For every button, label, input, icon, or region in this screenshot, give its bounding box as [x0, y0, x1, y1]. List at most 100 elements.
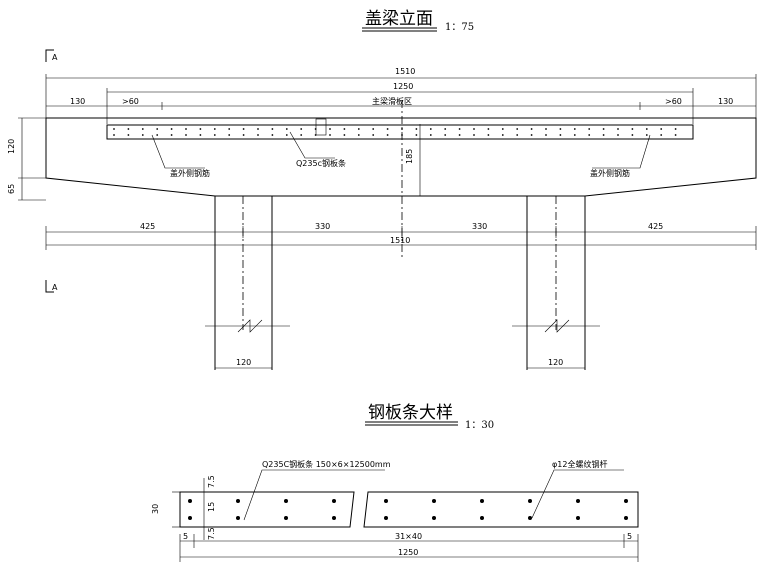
strip-hole	[170, 134, 173, 136]
strip-hole	[444, 128, 447, 130]
bolt-hole	[284, 499, 288, 503]
strip-hole	[516, 128, 519, 130]
dim-gap-left: >60	[122, 97, 139, 106]
bolt-hole	[528, 499, 532, 503]
strip-hole	[329, 134, 331, 136]
strip-hole	[357, 134, 360, 136]
svg-text:1510: 1510	[395, 67, 415, 76]
label-strip: Q235c钢板条	[296, 158, 346, 168]
bolt-hole	[576, 499, 580, 503]
detail-dim-spacing: 31×40	[395, 532, 422, 541]
elevation-title: 盖梁立面	[365, 9, 433, 29]
strip-hole	[113, 128, 115, 130]
detail-dim-v-top: 7.5	[207, 475, 216, 488]
strip-hole	[242, 134, 245, 136]
leader-strip: Q235c钢板条	[289, 131, 346, 168]
label-bar-right: 盖外侧钢筋	[590, 168, 630, 178]
strip-hole	[329, 128, 331, 130]
strip-hole	[617, 134, 619, 136]
strip-hole	[415, 128, 418, 130]
dim-seg-1: 425	[140, 222, 155, 231]
strip-hole	[257, 134, 259, 136]
dim-gap-right: >60	[665, 97, 682, 106]
strip-hole	[213, 128, 216, 130]
leader-bar-left: 盖外侧钢筋	[151, 134, 210, 178]
strip-hole	[660, 134, 663, 136]
dim-seg-3: 330	[472, 222, 487, 231]
strip-hole	[501, 134, 504, 136]
strip-hole	[559, 128, 562, 130]
strip-hole	[645, 128, 648, 130]
strip-hole	[530, 128, 533, 130]
strip-hole	[617, 128, 619, 130]
strip-hole	[573, 128, 576, 130]
bolt-hole	[188, 499, 192, 503]
bolt-hole	[624, 499, 628, 503]
strip-hole	[242, 128, 245, 130]
dim-row-3: 130 >60 主梁滑板区 >60 130	[46, 96, 756, 110]
bolt-hole	[528, 516, 532, 520]
detail-dim-height: 30	[151, 504, 160, 514]
strip-hole	[156, 134, 159, 136]
strip-hole	[228, 134, 231, 136]
strip-hole	[386, 128, 389, 130]
strip-hole	[631, 128, 634, 130]
dim-right-end: 130	[718, 97, 733, 106]
detail-dim-right: 5	[627, 532, 632, 541]
strip-hole	[271, 134, 274, 136]
detail-leader-plate: Q235C钢板条 150×6×12500mm	[243, 459, 391, 521]
svg-text:120: 120	[548, 358, 563, 367]
detail-plate-right	[363, 491, 639, 528]
strip-hole	[185, 128, 187, 130]
dim-segments: 425 330 330 425 1510	[45, 222, 757, 250]
strip-hole	[660, 128, 663, 130]
strip-hole	[300, 128, 303, 130]
dim-slope-height: 65	[7, 184, 16, 194]
dim-top-height: 120	[7, 139, 16, 154]
strip-hole	[141, 128, 144, 130]
strip-hole	[602, 128, 605, 130]
bolt-hole	[332, 499, 336, 503]
detail-holes	[188, 499, 628, 520]
bolt-hole	[624, 516, 628, 520]
bolt-hole	[236, 499, 240, 503]
steel-strip-elevation	[106, 124, 694, 140]
leader-bar-right: 盖外侧钢筋	[590, 134, 651, 178]
dim-seg-4: 425	[648, 222, 663, 231]
bolt-hole	[384, 516, 388, 520]
detail-label-plate: Q235C钢板条 150×6×12500mm	[262, 459, 391, 469]
strip-hole	[228, 128, 231, 130]
strip-hole	[645, 134, 648, 136]
center-mark-box	[315, 118, 327, 136]
dim-pier-right: 120	[527, 358, 585, 369]
detail-leader-bolt: φ12全螺纹钢杆	[531, 459, 624, 519]
bolt-hole	[480, 516, 484, 520]
strip-hole	[631, 134, 634, 136]
bolt-hole	[236, 516, 240, 520]
bolt-hole	[432, 516, 436, 520]
dim-center-height: 185	[405, 149, 414, 164]
dim-left-vertical: 120 65	[7, 117, 46, 201]
section-mark-bottom-label: A	[52, 283, 58, 292]
detail-dim-total: 1250	[398, 548, 418, 557]
strip-hole	[213, 134, 216, 136]
strip-hole	[429, 134, 432, 136]
strip-hole	[170, 128, 173, 130]
strip-hole	[674, 134, 677, 136]
strip-holes	[113, 128, 677, 136]
bolt-hole	[284, 516, 288, 520]
strip-hole	[141, 134, 144, 136]
dim-total-top: 1510	[45, 67, 757, 118]
strip-hole	[156, 128, 159, 130]
strip-hole	[415, 134, 418, 136]
strip-hole	[473, 134, 475, 136]
strip-hole	[458, 134, 461, 136]
strip-hole	[199, 134, 202, 136]
strip-hole	[386, 134, 389, 136]
strip-hole	[271, 128, 274, 130]
elevation-scale: 1：75	[445, 22, 474, 33]
strip-hole	[674, 128, 677, 130]
detail-dim-vertical: 30 7.5 15 7.5	[151, 475, 216, 540]
detail-scale: 1：30	[465, 420, 494, 431]
strip-hole	[372, 128, 375, 130]
